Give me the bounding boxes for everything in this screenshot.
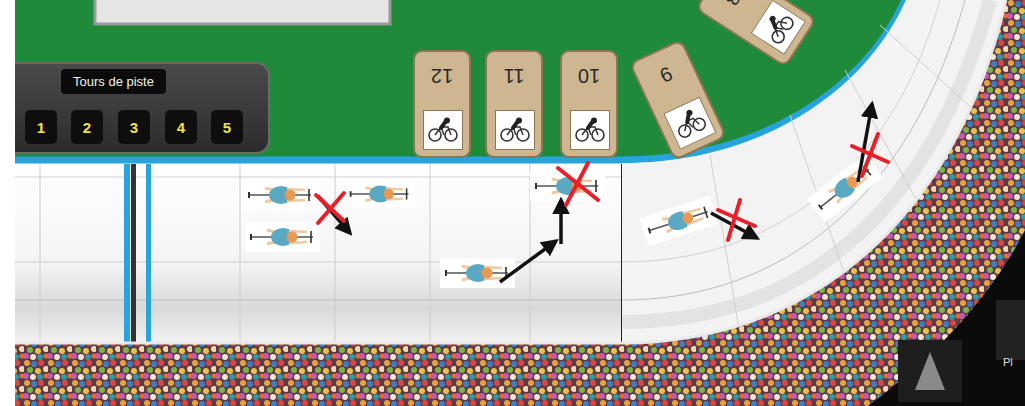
movement-card: 8: [695, 0, 817, 68]
card-icon-box: [495, 110, 535, 150]
lap-number: 5: [223, 119, 231, 136]
lap-button: 1: [25, 110, 57, 144]
movement-card: 11: [485, 50, 543, 158]
movement-card: 9: [629, 39, 727, 161]
card-icon-box: [751, 0, 806, 55]
card-icon-box: [423, 110, 463, 150]
bike-icon: [671, 105, 709, 141]
bike-icon: [428, 117, 458, 143]
bike-icon: [500, 117, 530, 143]
movement-card: 10: [560, 50, 618, 158]
card-number: 11: [487, 64, 541, 87]
movement-card: 12: [413, 50, 471, 158]
lap-button: 3: [118, 110, 150, 144]
card-number: 12: [415, 64, 469, 87]
panel-title: Tours de piste: [61, 69, 166, 94]
card-icon-box: [663, 97, 716, 150]
lap-number: 4: [177, 119, 185, 136]
card-number: 9: [637, 52, 696, 96]
lap-button: 5: [211, 110, 243, 144]
card-number: 8: [708, 0, 757, 27]
card-icon-box: [570, 110, 610, 150]
bike-icon: [759, 8, 797, 47]
laps-panel: Tours de piste 1 2 3 4 5: [15, 62, 270, 154]
lap-button: 4: [165, 110, 197, 144]
lap-button: 2: [71, 110, 103, 144]
corner-label: Pl: [1003, 356, 1013, 368]
lap-number: 2: [83, 119, 91, 136]
lap-number: 1: [37, 119, 45, 136]
lap-number: 3: [130, 119, 138, 136]
card-number: 10: [562, 64, 616, 87]
bike-icon: [575, 117, 605, 143]
